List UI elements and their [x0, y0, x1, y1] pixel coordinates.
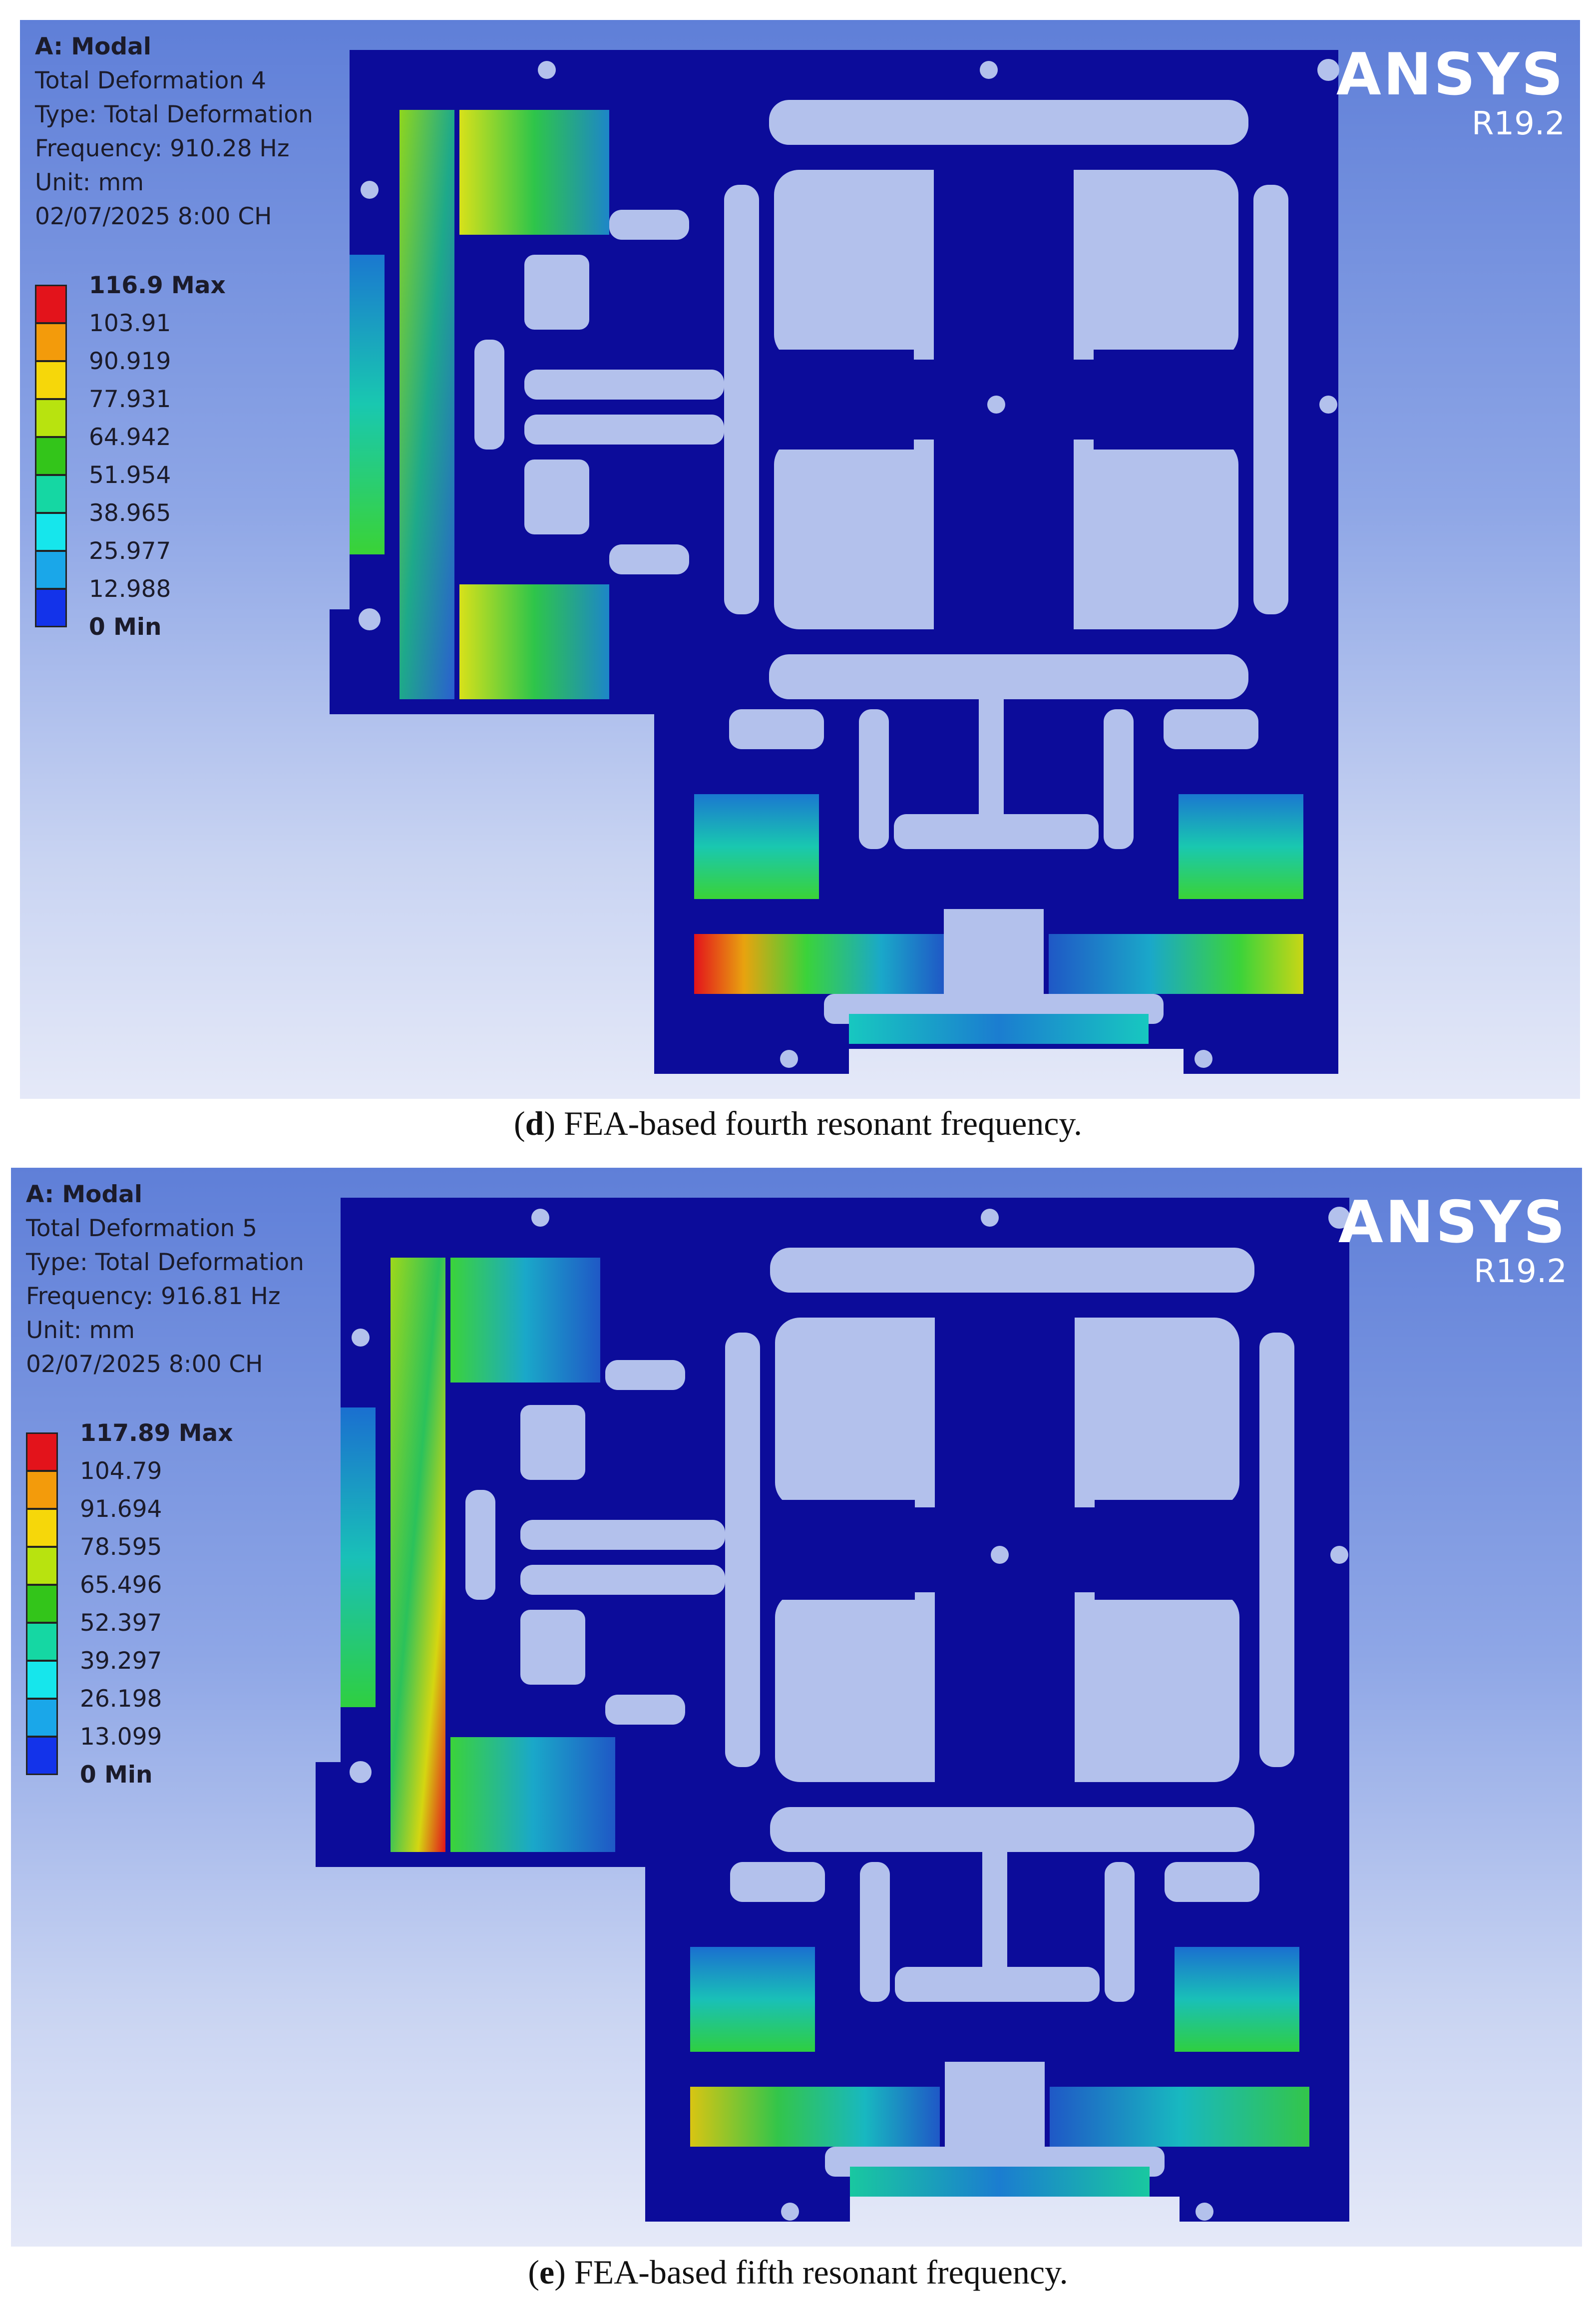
logo-brand: ANSYS [1336, 41, 1565, 108]
caption-letter: e [539, 2253, 555, 2291]
legend-min-label: 0 Min [89, 613, 162, 641]
legend-swatch [35, 285, 67, 324]
legend-swatch [35, 437, 67, 475]
legend-label: 52.397 [80, 1609, 162, 1637]
legend-label: 39.297 [80, 1647, 162, 1675]
caption-text: ) FEA-based fifth resonant frequency. [554, 2253, 1068, 2291]
legend-label: 78.595 [80, 1533, 162, 1561]
legend-swatch [26, 1584, 58, 1623]
legend-swatch [26, 1546, 58, 1585]
legend-swatch [26, 1470, 58, 1509]
logo-version: R19.2 [1474, 1253, 1567, 1290]
result-info: A: Modal Total Deformation 5 Type: Total… [26, 1178, 304, 1382]
legend-label: 38.965 [89, 499, 171, 527]
legend-label: 103.91 [89, 310, 171, 337]
legend-swatch [26, 1508, 58, 1547]
legend-swatch [26, 1660, 58, 1699]
result-type: Type: Total Deformation [26, 1249, 304, 1276]
ansys-logo: ANSYS R19.2 [1338, 1193, 1567, 1291]
legend-label: 51.954 [89, 462, 171, 489]
legend-label: 64.942 [89, 424, 171, 451]
legend-label: 77.931 [89, 386, 171, 413]
legend-label: 25.977 [89, 537, 171, 565]
result-unit: Unit: mm [26, 1317, 135, 1344]
legend-swatch [35, 323, 67, 362]
legend-swatch [35, 588, 67, 627]
legend-swatch [35, 361, 67, 400]
ansys-logo: ANSYS R19.2 [1336, 45, 1565, 143]
legend-swatch [35, 399, 67, 438]
result-frequency: Frequency: 916.81 Hz [26, 1283, 281, 1310]
result-date: 02/07/2025 8:00 CH [26, 1351, 263, 1378]
legend-label: 65.496 [80, 1571, 162, 1599]
caption-letter: d [525, 1104, 544, 1142]
caption-d: (d) FEA-based fourth resonant frequency. [513, 1104, 1083, 1142]
legend-label: 90.919 [89, 348, 171, 375]
legend-swatch [35, 512, 67, 551]
legend-swatch [26, 1698, 58, 1737]
legend-label: 104.79 [80, 1457, 162, 1485]
result-date: 02/07/2025 8:00 CH [35, 203, 272, 230]
legend-swatch [26, 1432, 58, 1471]
analysis-title: A: Modal [35, 33, 151, 60]
legend-min-label: 0 Min [80, 1761, 153, 1789]
legend-label: 13.099 [80, 1723, 162, 1751]
result-frequency: Frequency: 910.28 Hz [35, 135, 290, 162]
legend-max-label: 116.9 Max [89, 272, 226, 299]
caption-e: (e) FEA-based fifth resonant frequency. [528, 2253, 1068, 2291]
result-name: Total Deformation 5 [26, 1215, 258, 1242]
legend-label: 12.988 [89, 575, 171, 603]
fea-panel-e: A: Modal Total Deformation 5 Type: Total… [11, 1168, 1582, 2247]
deformation-model [316, 1198, 1350, 2222]
logo-version: R19.2 [1472, 105, 1565, 142]
legend-label: 26.198 [80, 1685, 162, 1713]
fea-panel-d: A: Modal Total Deformation 4 Type: Total… [20, 20, 1580, 1099]
logo-brand: ANSYS [1338, 1189, 1567, 1256]
legend-swatch [35, 474, 67, 513]
legend-swatch [35, 550, 67, 589]
result-unit: Unit: mm [35, 169, 144, 196]
result-type: Type: Total Deformation [35, 101, 313, 128]
deformation-model [330, 50, 1339, 1074]
analysis-title: A: Modal [26, 1181, 142, 1208]
legend-swatch [26, 1736, 58, 1775]
legend-swatch [26, 1622, 58, 1661]
legend-max-label: 117.89 Max [80, 1419, 233, 1447]
result-name: Total Deformation 4 [35, 67, 267, 94]
legend-label: 91.694 [80, 1495, 162, 1523]
caption-text: ) FEA-based fourth resonant frequency. [544, 1104, 1083, 1142]
result-info: A: Modal Total Deformation 4 Type: Total… [35, 30, 313, 234]
